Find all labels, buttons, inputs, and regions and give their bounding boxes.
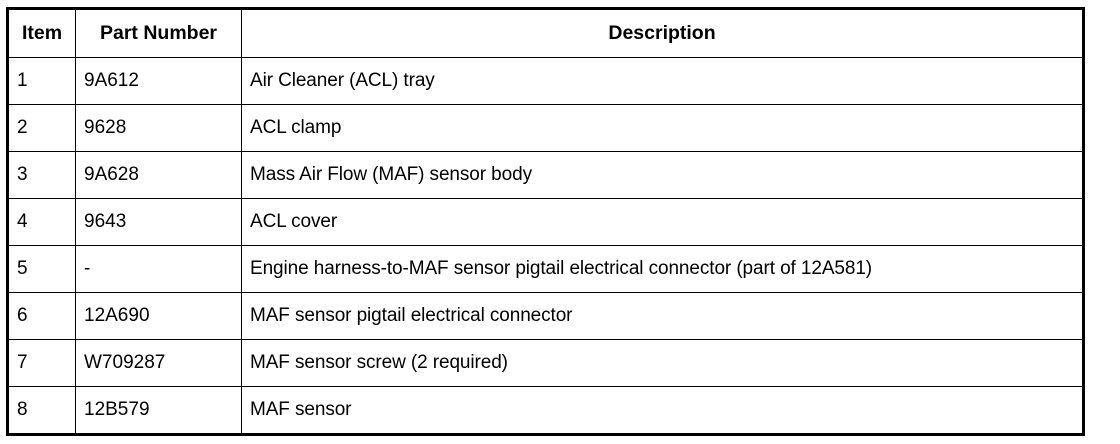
table-row: 7 W709287 MAF sensor screw (2 required) [7,339,1084,387]
cell-description: ACL clamp [241,104,1084,152]
cell-description: Air Cleaner (ACL) tray [241,57,1084,105]
table-row: 1 9A612 Air Cleaner (ACL) tray [7,57,1084,105]
cell-item: 3 [7,151,76,199]
cell-description: Engine harness-to-MAF sensor pigtail ele… [241,245,1084,293]
cell-description: ACL cover [241,198,1084,246]
cell-description: MAF sensor screw (2 required) [241,339,1084,387]
column-header-description: Description [241,8,1084,58]
cell-part-number: 12A690 [75,292,242,340]
table-row: 4 9643 ACL cover [7,198,1084,246]
table-header-row: Item Part Number Description [7,8,1084,58]
cell-part-number: W709287 [75,339,242,387]
table-row: 5 - Engine harness-to-MAF sensor pigtail… [7,245,1084,293]
cell-part-number: - [75,245,242,293]
cell-item: 5 [7,245,76,293]
table-row: 3 9A628 Mass Air Flow (MAF) sensor body [7,151,1084,199]
table-row: 2 9628 ACL clamp [7,104,1084,152]
table-row: 6 12A690 MAF sensor pigtail electrical c… [7,292,1084,340]
cell-part-number: 9628 [75,104,242,152]
cell-item: 1 [7,57,76,105]
cell-part-number: 9A612 [75,57,242,105]
cell-item: 2 [7,104,76,152]
parts-table-container: Item Part Number Description 1 9A612 Air… [6,7,1085,436]
parts-table: Item Part Number Description 1 9A612 Air… [6,7,1085,436]
cell-description: MAF sensor [241,386,1084,435]
cell-part-number: 9A628 [75,151,242,199]
column-header-part-number: Part Number [75,8,242,58]
cell-item: 8 [7,386,76,435]
cell-item: 6 [7,292,76,340]
cell-description: MAF sensor pigtail electrical connector [241,292,1084,340]
table-body: 1 9A612 Air Cleaner (ACL) tray 2 9628 AC… [7,57,1084,435]
cell-description: Mass Air Flow (MAF) sensor body [241,151,1084,199]
table-header: Item Part Number Description [7,8,1084,58]
cell-item: 7 [7,339,76,387]
cell-item: 4 [7,198,76,246]
column-header-item: Item [7,8,76,58]
cell-part-number: 12B579 [75,386,242,435]
cell-part-number: 9643 [75,198,242,246]
table-row: 8 12B579 MAF sensor [7,386,1084,435]
